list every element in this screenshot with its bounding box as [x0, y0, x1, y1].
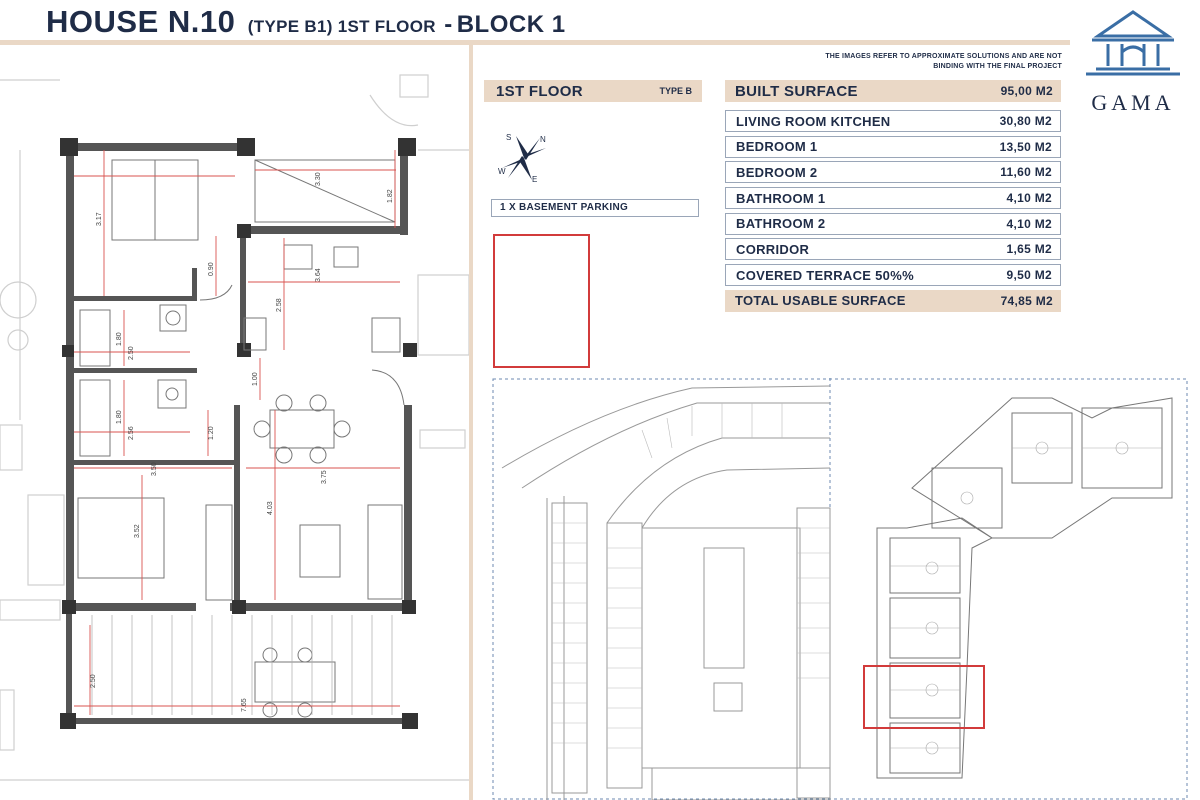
compass-s: S [506, 133, 511, 142]
room-label: BEDROOM 1 [736, 139, 818, 155]
room-value: 4,10 M2 [1006, 191, 1052, 206]
room-label: LIVING ROOM KITCHEN [736, 113, 891, 129]
unit-location-highlight [863, 665, 985, 729]
room-value: 30,80 M2 [999, 114, 1052, 128]
compass-w: W [498, 167, 506, 176]
site-plan [492, 378, 1188, 800]
room-label: BATHROOM 2 [736, 216, 826, 232]
disclaimer-line-2: BINDING WITH THE FINAL PROJECT [933, 63, 1062, 70]
built-surface-value: 95,00 M2 [1000, 84, 1053, 98]
surface-row: CORRIDOR 1,65 M2 [725, 238, 1061, 261]
dim-label: 7.65 [241, 698, 248, 712]
floor-plan: 3.17 3.30 1.82 0.90 3.64 2.58 1.80 2.50 … [0, 74, 469, 781]
compass-n: N [540, 135, 546, 144]
dim-label: 1.00 [252, 372, 259, 386]
room-value: 1,65 M2 [1006, 242, 1052, 257]
room-label: BATHROOM 1 [736, 190, 826, 206]
compass-e: E [532, 175, 537, 184]
block-title: BLOCK 1 [456, 11, 566, 38]
disclaimer-line-1: THE IMAGES REFER TO APPROXIMATE SOLUTION… [825, 53, 1062, 60]
total-surface-row: TOTAL USABLE SURFACE 74,85 M2 [725, 289, 1061, 312]
surface-table: BUILT SURFACE 95,00 M2 LIVING ROOM KITCH… [725, 80, 1061, 316]
location-highlight-box [493, 234, 590, 368]
room-value: 11,60 M2 [1000, 165, 1052, 180]
room-value: 9,50 M2 [1006, 268, 1052, 283]
dim-label: 4.03 [267, 501, 274, 515]
house-type: (TYPE B1) 1ST FLOOR [247, 17, 436, 36]
logo-brand: GAMA [1091, 90, 1175, 115]
surface-row: BATHROOM 2 4,10 M2 [725, 212, 1061, 235]
dim-label: 1.80 [116, 410, 123, 424]
dim-label: 1.80 [116, 332, 123, 346]
gama-logo: GAMA [1078, 8, 1188, 115]
dim-label: 3.50 [151, 462, 158, 476]
surface-row: BEDROOM 2 11,60 M2 [725, 161, 1061, 184]
dim-label: 3.17 [96, 212, 103, 226]
built-surface-label: BUILT SURFACE [735, 82, 858, 100]
dim-label: 2.56 [128, 426, 135, 440]
vertical-divider [469, 45, 473, 800]
house-title: HOUSE N.10 [46, 4, 236, 39]
header-divider [0, 40, 1070, 45]
surface-row: LIVING ROOM KITCHEN 30,80 M2 [725, 110, 1061, 132]
total-surface-value: 74,85 M2 [1000, 293, 1053, 308]
dim-label: 3.75 [321, 470, 328, 484]
floor-label-bar: 1ST FLOOR TYPE B [484, 80, 702, 102]
floor-type: TYPE B [659, 86, 692, 96]
page-title: HOUSE N.10 (TYPE B1) 1ST FLOOR - BLOCK 1 [46, 4, 566, 40]
room-value: 4,10 M2 [1006, 216, 1052, 231]
room-label: CORRIDOR [736, 241, 810, 257]
parking-box: 1 X BASEMENT PARKING [491, 199, 699, 217]
dim-label: 2.58 [276, 298, 283, 312]
built-surface-row: BUILT SURFACE 95,00 M2 [725, 80, 1061, 102]
dim-label: 0.90 [208, 262, 215, 276]
room-label: BEDROOM 2 [736, 164, 818, 180]
dim-label: 3.30 [315, 172, 322, 186]
surface-row: BATHROOM 1 4,10 M2 [725, 187, 1061, 210]
dim-label: 2.50 [90, 674, 97, 688]
total-surface-label: TOTAL USABLE SURFACE [735, 293, 906, 309]
surface-row: COVERED TERRACE 50%% 9,50 M2 [725, 264, 1061, 287]
compass-rose-icon: S N E W [498, 133, 546, 184]
dim-label: 3.52 [134, 524, 141, 538]
dim-label: 3.64 [315, 268, 322, 282]
dim-label: 1.82 [387, 189, 394, 203]
disclaimer: THE IMAGES REFER TO APPROXIMATE SOLUTION… [762, 52, 1062, 72]
surface-row: BEDROOM 1 13,50 M2 [725, 135, 1061, 158]
dim-label: 2.50 [128, 346, 135, 360]
title-separator: - [444, 11, 453, 38]
temple-logo-icon [1086, 10, 1180, 76]
room-value: 13,50 M2 [999, 139, 1052, 154]
floor-label: 1ST FLOOR [496, 82, 583, 100]
room-label: COVERED TERRACE 50%% [736, 267, 914, 283]
dim-label: 1.20 [208, 426, 215, 440]
